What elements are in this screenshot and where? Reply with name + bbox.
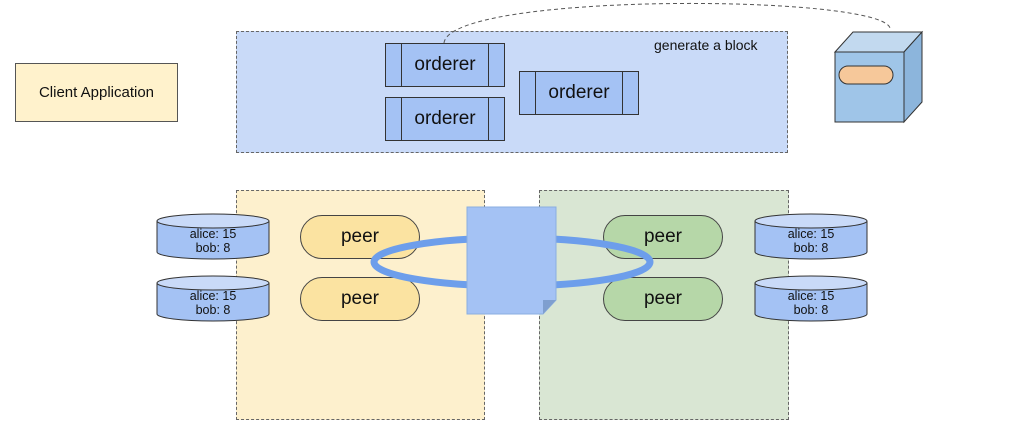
ledger-values: alice: 15 bob: 8 (157, 227, 269, 255)
client-application-box[interactable]: Client Application (15, 63, 178, 122)
peer-node[interactable]: peer (300, 277, 420, 321)
peer-node[interactable]: peer (300, 215, 420, 259)
document-icon (466, 206, 557, 315)
ledger-values: alice: 15 bob: 8 (755, 227, 867, 255)
ledger-values: alice: 15 bob: 8 (755, 289, 867, 317)
peer-label: peer (340, 288, 380, 309)
ordering-service-zone (236, 31, 788, 153)
ledger-values: alice: 15 bob: 8 (157, 289, 269, 317)
ledger-database-icon (156, 275, 270, 322)
ledger-line: bob: 8 (793, 303, 829, 317)
orderer-node[interactable]: orderer (519, 71, 639, 115)
client-application-label: Client Application (38, 84, 155, 101)
peer-label: peer (643, 288, 683, 309)
peer-node[interactable]: peer (603, 215, 723, 259)
ledger-line: alice: 15 (189, 227, 237, 241)
orderer-label: orderer (414, 54, 476, 75)
ledger-line: bob: 8 (195, 241, 231, 255)
ledger-line: alice: 15 (189, 289, 237, 303)
ledger-line: alice: 15 (787, 227, 835, 241)
ledger-database-icon (156, 213, 270, 260)
ledger-line: alice: 15 (787, 289, 835, 303)
block-slot (838, 65, 894, 85)
orderer-label: orderer (548, 82, 610, 103)
ledger-line: bob: 8 (195, 303, 231, 317)
ledger-line: bob: 8 (793, 241, 829, 255)
block-connector-line (443, 2, 891, 44)
peer-label: peer (340, 226, 380, 247)
ledger-database-icon (754, 275, 868, 322)
peer-label: peer (643, 226, 683, 247)
orderer-node[interactable]: orderer (385, 43, 505, 87)
orderer-label: orderer (414, 108, 476, 129)
generate-block-caption: generate a block (654, 37, 758, 53)
block-cube-icon (833, 30, 924, 124)
peer-node[interactable]: peer (603, 277, 723, 321)
orderer-node[interactable]: orderer (385, 97, 505, 141)
ledger-database-icon (754, 213, 868, 260)
